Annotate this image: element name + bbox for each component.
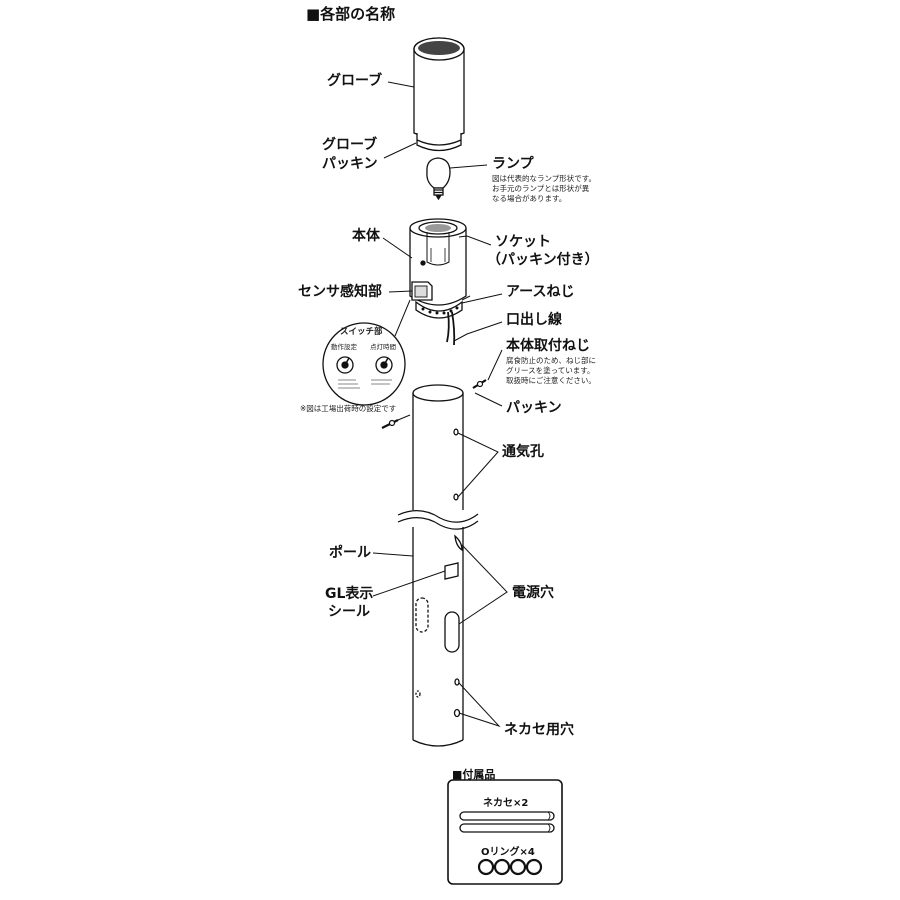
screw-note-line2: グリースを塗っています。	[506, 366, 595, 375]
label-gl-seal-line1: GL表示	[325, 586, 374, 602]
screw-note-line1: 腐食防止のため、ねじ部に	[506, 356, 596, 365]
switch-lighting-time-label: 点灯時間	[370, 343, 396, 351]
globe-drawing	[413, 37, 465, 140]
label-globe-packing-line1: グローブ	[322, 137, 378, 153]
label-pole: ポール	[329, 545, 371, 561]
lamp-note-line1: 図は代表的なランプ形状です。	[492, 174, 597, 183]
label-power-hole: 電源穴	[512, 585, 554, 601]
label-packing: パッキン	[506, 400, 562, 416]
label-lamp: ランプ	[492, 156, 534, 172]
lamp-note-line2: お手元のランプとは形状が異	[492, 184, 590, 193]
label-socket-line2: （パッキン付き）	[487, 252, 599, 268]
label-globe: グローブ	[327, 73, 383, 89]
switch-operation-label: 動作設定	[331, 343, 357, 351]
screws-drawing	[381, 379, 487, 429]
accessory-nekase: ネカセ×2	[483, 798, 529, 809]
label-earth-screw: アースねじ	[506, 284, 575, 300]
screw-note-line3: 取扱時にご注意ください。	[506, 376, 596, 385]
label-body-screw: 本体取付ねじ	[506, 338, 590, 354]
globe-packing-drawing	[416, 133, 462, 152]
accessory-oring: Oリング×4	[481, 847, 535, 858]
label-lead-wire: 口出し線	[506, 312, 562, 328]
label-body: 本体	[352, 228, 380, 244]
label-gl-seal-line2: シール	[328, 604, 370, 620]
switch-title: スイッチ部	[340, 327, 383, 337]
factory-setting-note: ※図は工場出荷時の設定です	[300, 404, 397, 413]
lamp-drawing	[426, 157, 451, 201]
lamp-note-line3: なる場合があります。	[492, 194, 567, 203]
leader-lines	[372, 81, 508, 728]
label-vent-hole: 通気孔	[502, 444, 544, 460]
label-socket-line1: ソケット	[495, 234, 551, 250]
section-title: ■各部の名称	[306, 5, 396, 23]
accessories-title: ■付属品	[452, 768, 496, 781]
pole-drawing	[397, 384, 479, 747]
accessories-box	[447, 779, 563, 885]
label-sensor: センサ感知部	[298, 284, 382, 300]
label-globe-packing-line2: パッキン	[322, 156, 378, 172]
body-drawing	[409, 218, 471, 346]
switch-drawing	[322, 299, 411, 406]
label-nekase-hole: ネカセ用穴	[504, 722, 574, 738]
